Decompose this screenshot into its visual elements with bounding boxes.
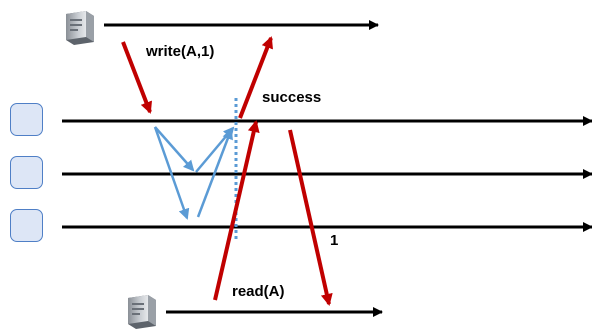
success-label: success <box>262 89 322 106</box>
reader-computer-icon <box>128 295 156 329</box>
replica-node-2 <box>10 156 43 189</box>
read-result-label: 1 <box>330 232 339 249</box>
replica-node-1 <box>10 103 43 136</box>
write-success-arrow <box>238 36 273 119</box>
write-request-arrow <box>121 41 152 114</box>
replication-arrow <box>153 126 190 220</box>
read-response-arrow <box>288 129 333 306</box>
read-request-arrow <box>213 120 260 301</box>
writer-computer-icon <box>66 11 94 45</box>
replication-ack-arrow <box>196 128 233 218</box>
write-label: write(A,1) <box>146 43 215 60</box>
read-label: read(A) <box>232 283 285 300</box>
replication-arrow <box>154 126 195 172</box>
replication-ack-arrow <box>195 126 235 173</box>
replica-node-3 <box>10 209 43 242</box>
